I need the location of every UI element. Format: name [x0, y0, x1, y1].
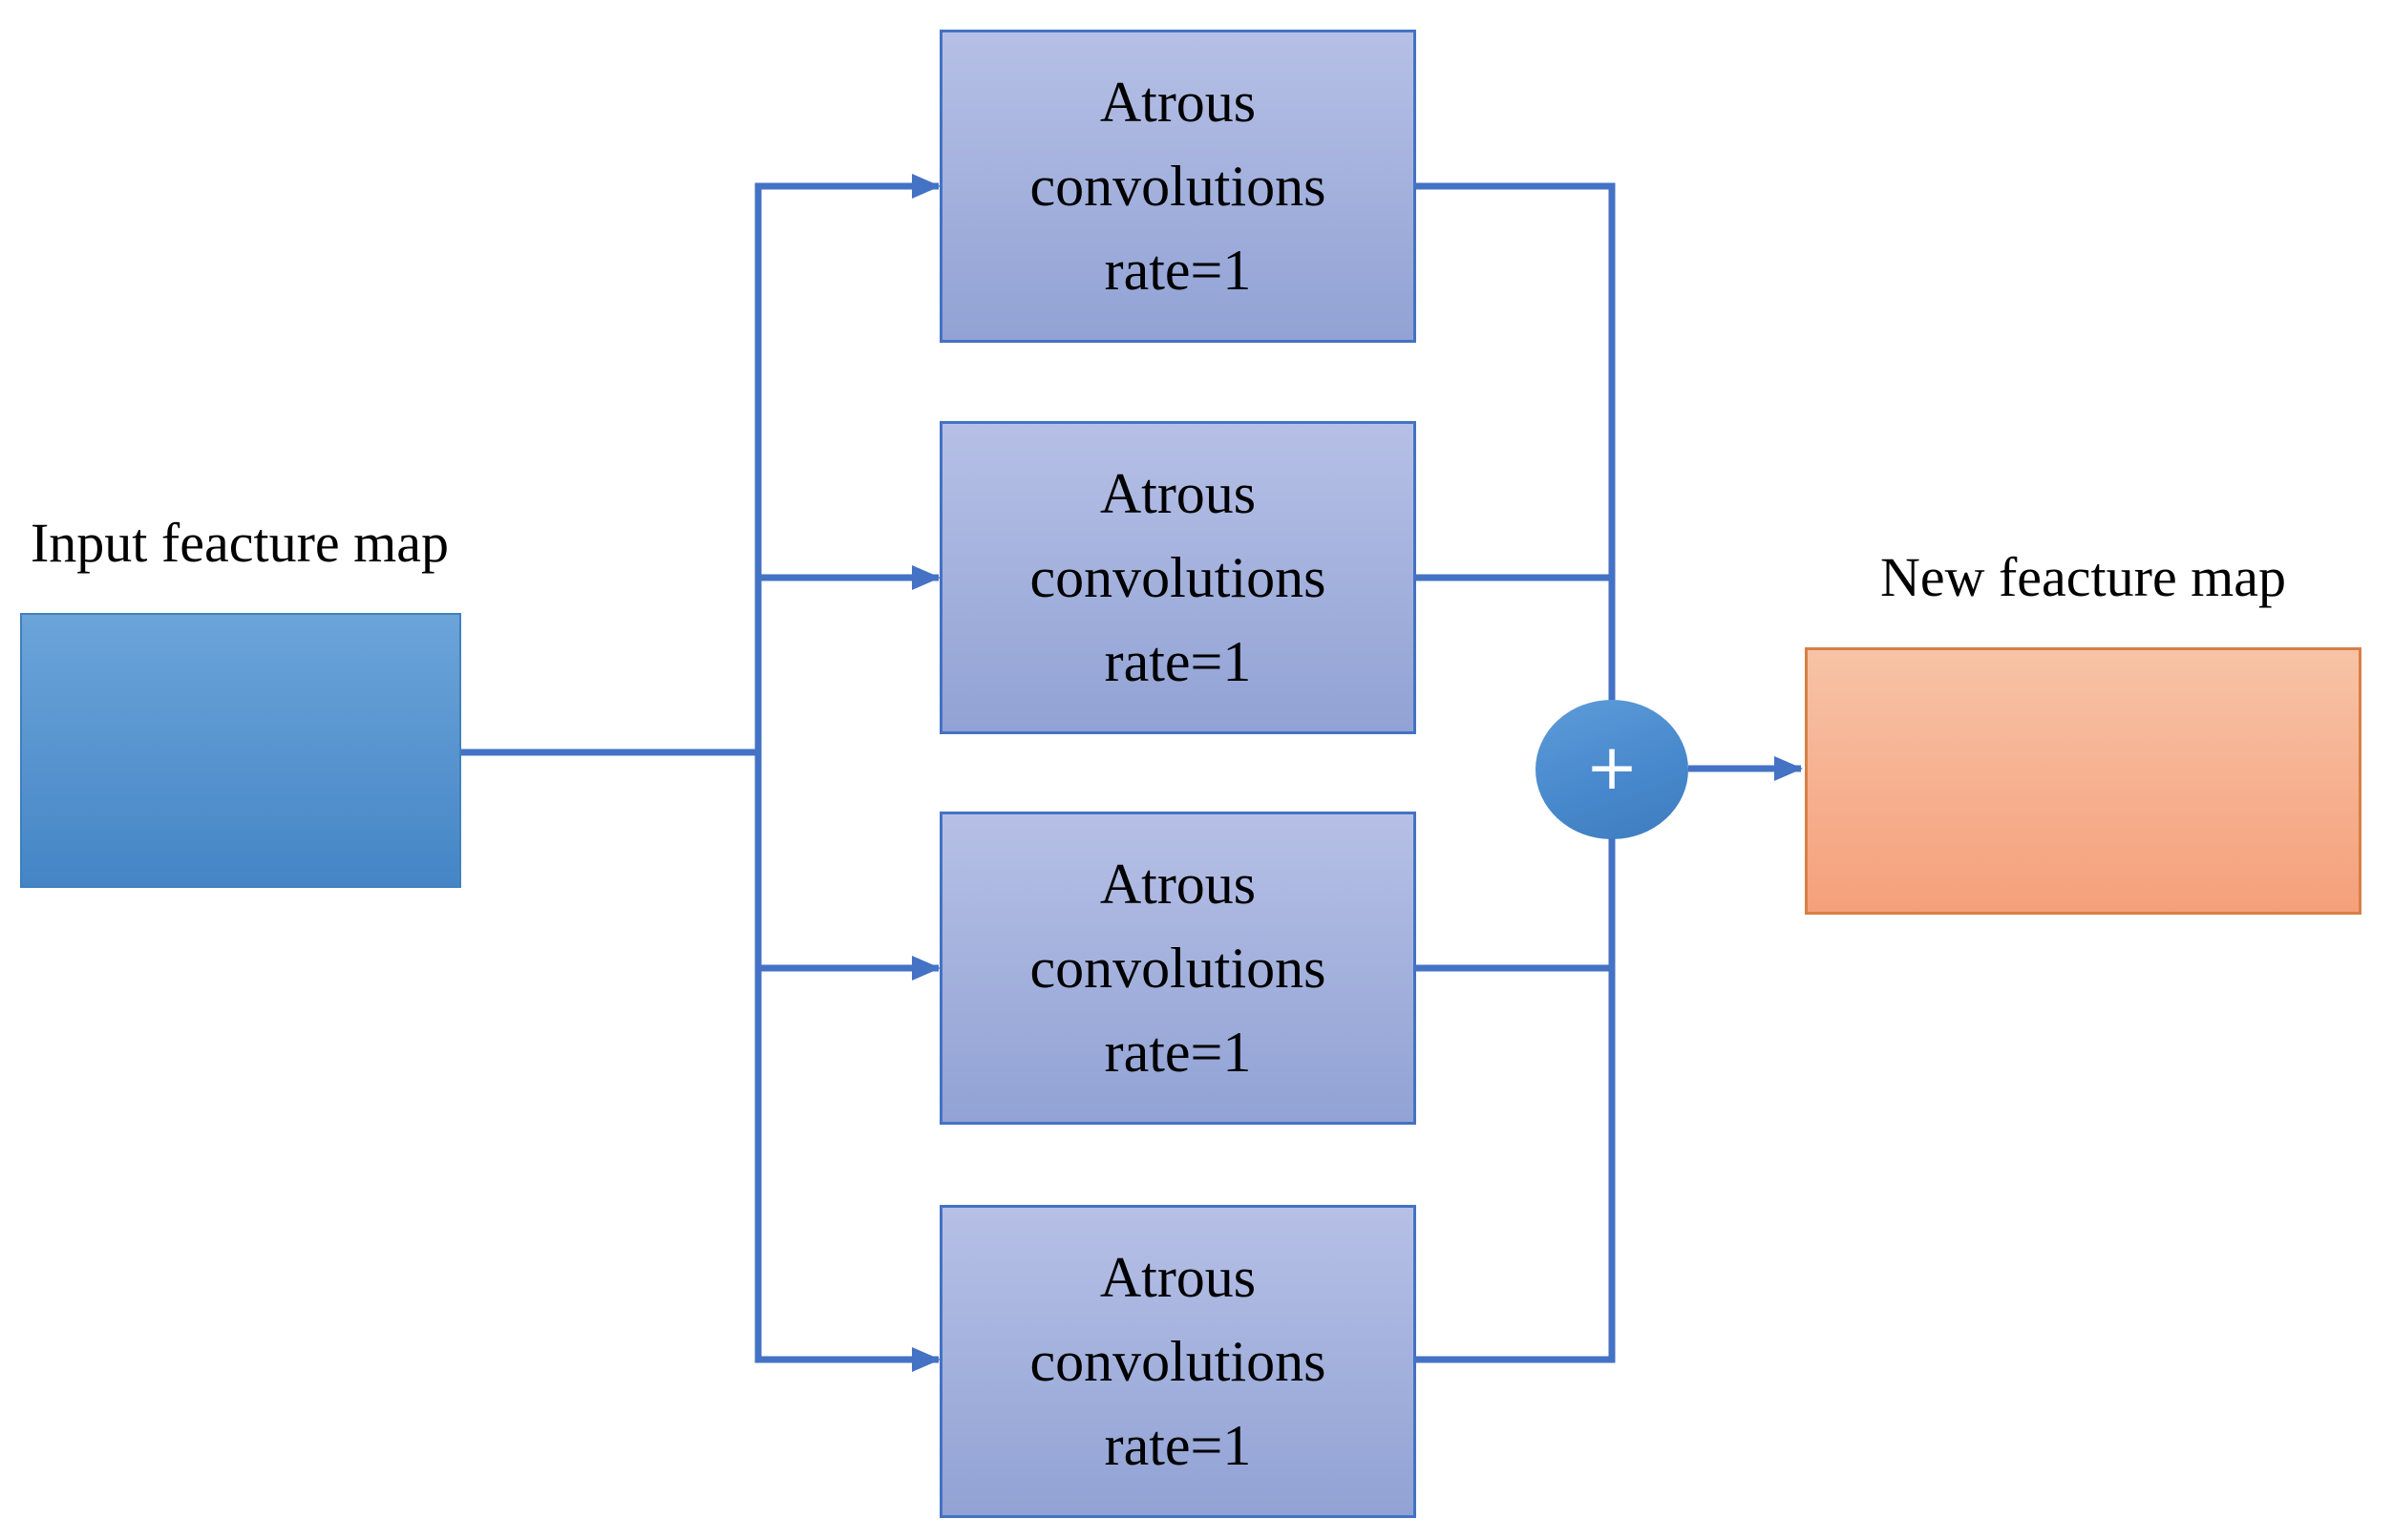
new-feature-map-box [1805, 647, 2361, 915]
atrous-conv-box-1-label: Atrous convolutions rate=1 [1029, 71, 1326, 302]
atrous-conv-box-3-label: Atrous convolutions rate=1 [1029, 853, 1326, 1084]
atrous-conv-box-1: Atrous convolutions rate=1 [940, 30, 1416, 343]
atrous-conv-box-2-label: Atrous convolutions rate=1 [1029, 462, 1326, 693]
atrous-conv-box-4: Atrous convolutions rate=1 [940, 1205, 1416, 1518]
plus-icon: + [1585, 730, 1639, 804]
atrous-conv-box-4-label: Atrous convolutions rate=1 [1029, 1246, 1326, 1477]
sum-node: + [1535, 700, 1688, 839]
atrous-conv-box-2: Atrous convolutions rate=1 [940, 421, 1416, 734]
input-feature-map-box [20, 613, 461, 888]
input-feature-map-label: Input feacture map [30, 512, 449, 574]
atrous-conv-box-3: Atrous convolutions rate=1 [940, 812, 1416, 1125]
new-feature-map-label: New feacture map [1879, 546, 2287, 608]
